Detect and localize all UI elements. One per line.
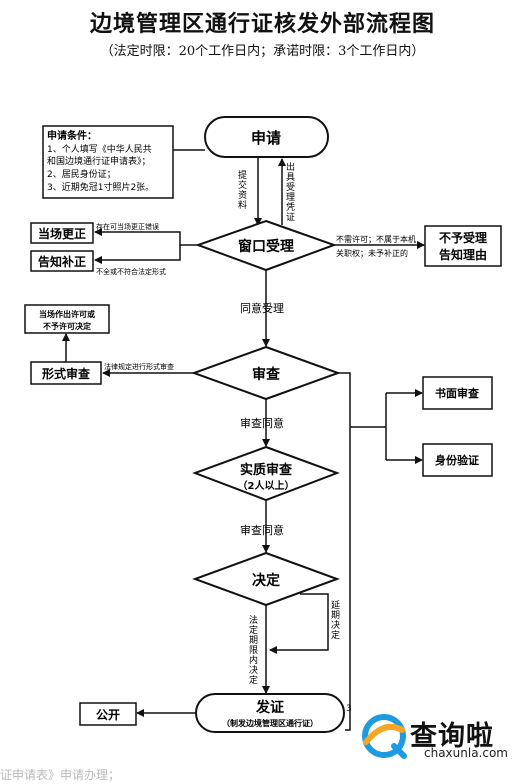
watermark-url: chaxunla.com [424, 746, 508, 760]
node-publish-label: 公开 [96, 708, 120, 722]
conditions-line: 3、近期免冠1寸照片2张。 [47, 181, 154, 193]
node-review-label: 审查 [252, 366, 281, 383]
node-notify-fix: 告知补正 [30, 250, 94, 272]
node-substantive: 实质审查 （2人以上） [192, 445, 340, 502]
node-apply-label: 申请 [251, 129, 281, 147]
node-instant-decision: 当场作出许可或 不予许可决定 [24, 304, 110, 334]
node-id-verify: 身份验证 [422, 443, 493, 477]
label-incomplete: 不全或不符合法定形式 [96, 267, 166, 276]
page-subtitle: （法定时限：20个工作日内；承诺时限：3个工作日内） [100, 44, 425, 59]
node-apply: 申请 [204, 116, 329, 158]
conditions-box: 申请条件： 1、个人填写《中华人民共 和国边境通行证申请表》； 2、居民身份证；… [42, 125, 174, 199]
node-window: 窗口受理 [195, 219, 337, 272]
node-decide-label: 决定 [252, 572, 280, 589]
watermark-text: 查询啦 [410, 721, 494, 752]
node-reject-line: 告知理由 [439, 247, 487, 262]
conditions-line: 2、居民身份证； [47, 168, 116, 180]
node-issue: 发证 （制发边境管理区通行证） [195, 693, 345, 733]
page-title: 边境管理区通行证核发外部流程图 [89, 12, 435, 37]
node-window-label: 窗口受理 [238, 238, 294, 255]
node-written-review-label: 书面审查 [435, 386, 479, 400]
node-publish: 公开 [79, 702, 137, 726]
node-reject-line: 不予受理 [439, 230, 487, 245]
node-reject: 不予受理 告知理由 [424, 225, 502, 267]
label-not-required: 关职权；未予补正的 [336, 248, 408, 258]
chaxunla-logo-icon [362, 714, 407, 759]
conditions-heading: 申请条件： [47, 129, 97, 142]
node-instant-decision-line: 当场作出许可或 [39, 309, 95, 319]
node-formal-review: 形式审查 [30, 361, 102, 385]
label-page-mark: 3 [346, 704, 352, 714]
label-receipt: 出具受理凭证 [284, 161, 295, 222]
node-formal-review-label: 形式审查 [42, 366, 91, 381]
label-agree-accept: 同意受理 [240, 301, 284, 315]
label-submit: 提交资料 [236, 170, 247, 210]
node-issue-note: （制发边境管理区通行证） [222, 718, 318, 728]
label-legal-period: 法定期限内决定 [247, 614, 258, 685]
node-id-verify-label: 身份验证 [435, 453, 479, 467]
node-issue-label: 发证 [255, 699, 284, 716]
label-correctable: 存在可当场更正错误 [96, 222, 159, 231]
node-substantive-label: 实质审查 [240, 462, 293, 478]
node-correct-now-label: 当场更正 [38, 226, 86, 241]
label-agree-review: 审查同意 [240, 523, 284, 537]
node-decide: 决定 [192, 551, 340, 607]
label-postpone: 延期决定 [329, 599, 340, 640]
label-agree-review: 审查同意 [240, 416, 284, 430]
footer-fragment: 证申请表》申请办理； [0, 768, 121, 782]
node-written-review: 书面审查 [422, 376, 493, 410]
conditions-line: 和国边境通行证申请表》； [47, 155, 151, 167]
node-substantive-note: （2人以上） [238, 479, 295, 492]
node-review: 审查 [191, 345, 341, 401]
node-instant-decision-line: 不予许可决定 [43, 321, 91, 331]
watermark: 查询啦 chaxunla.com [360, 708, 525, 763]
label-formal-law: 法律规定进行形式审查 [104, 362, 174, 371]
node-notify-fix-label: 告知补正 [38, 254, 86, 269]
label-not-required: 不需许可；不属于本机 [336, 234, 416, 244]
node-correct-now: 当场更正 [30, 222, 94, 244]
conditions-line: 1、个人填写《中华人民共 [47, 143, 152, 155]
